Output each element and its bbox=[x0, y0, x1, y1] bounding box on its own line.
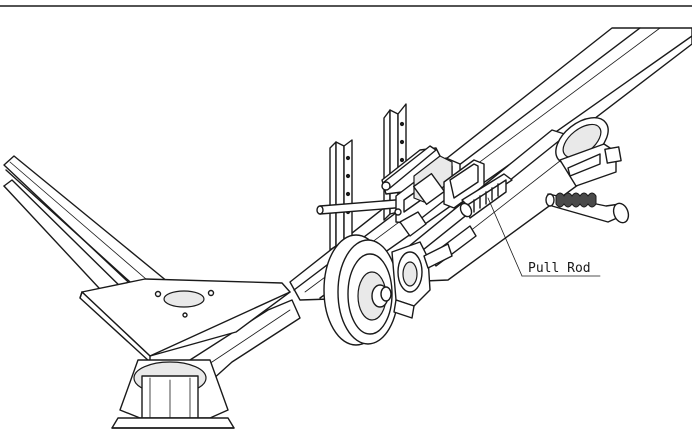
pull-rod bbox=[459, 173, 513, 219]
callout-leader-line bbox=[487, 197, 523, 277]
end-fitting bbox=[559, 143, 622, 187]
bracket-assembly bbox=[381, 145, 485, 237]
swivel-foot bbox=[111, 359, 235, 429]
wheel-fork bbox=[391, 241, 453, 319]
t-handle bbox=[545, 192, 630, 224]
pull-rod-callout: Pull Rod bbox=[487, 197, 601, 277]
pull-rod-label: Pull Rod bbox=[528, 261, 591, 276]
left-frame-arm bbox=[3, 155, 191, 313]
corner-plate bbox=[79, 278, 291, 363]
wheel bbox=[323, 234, 399, 346]
